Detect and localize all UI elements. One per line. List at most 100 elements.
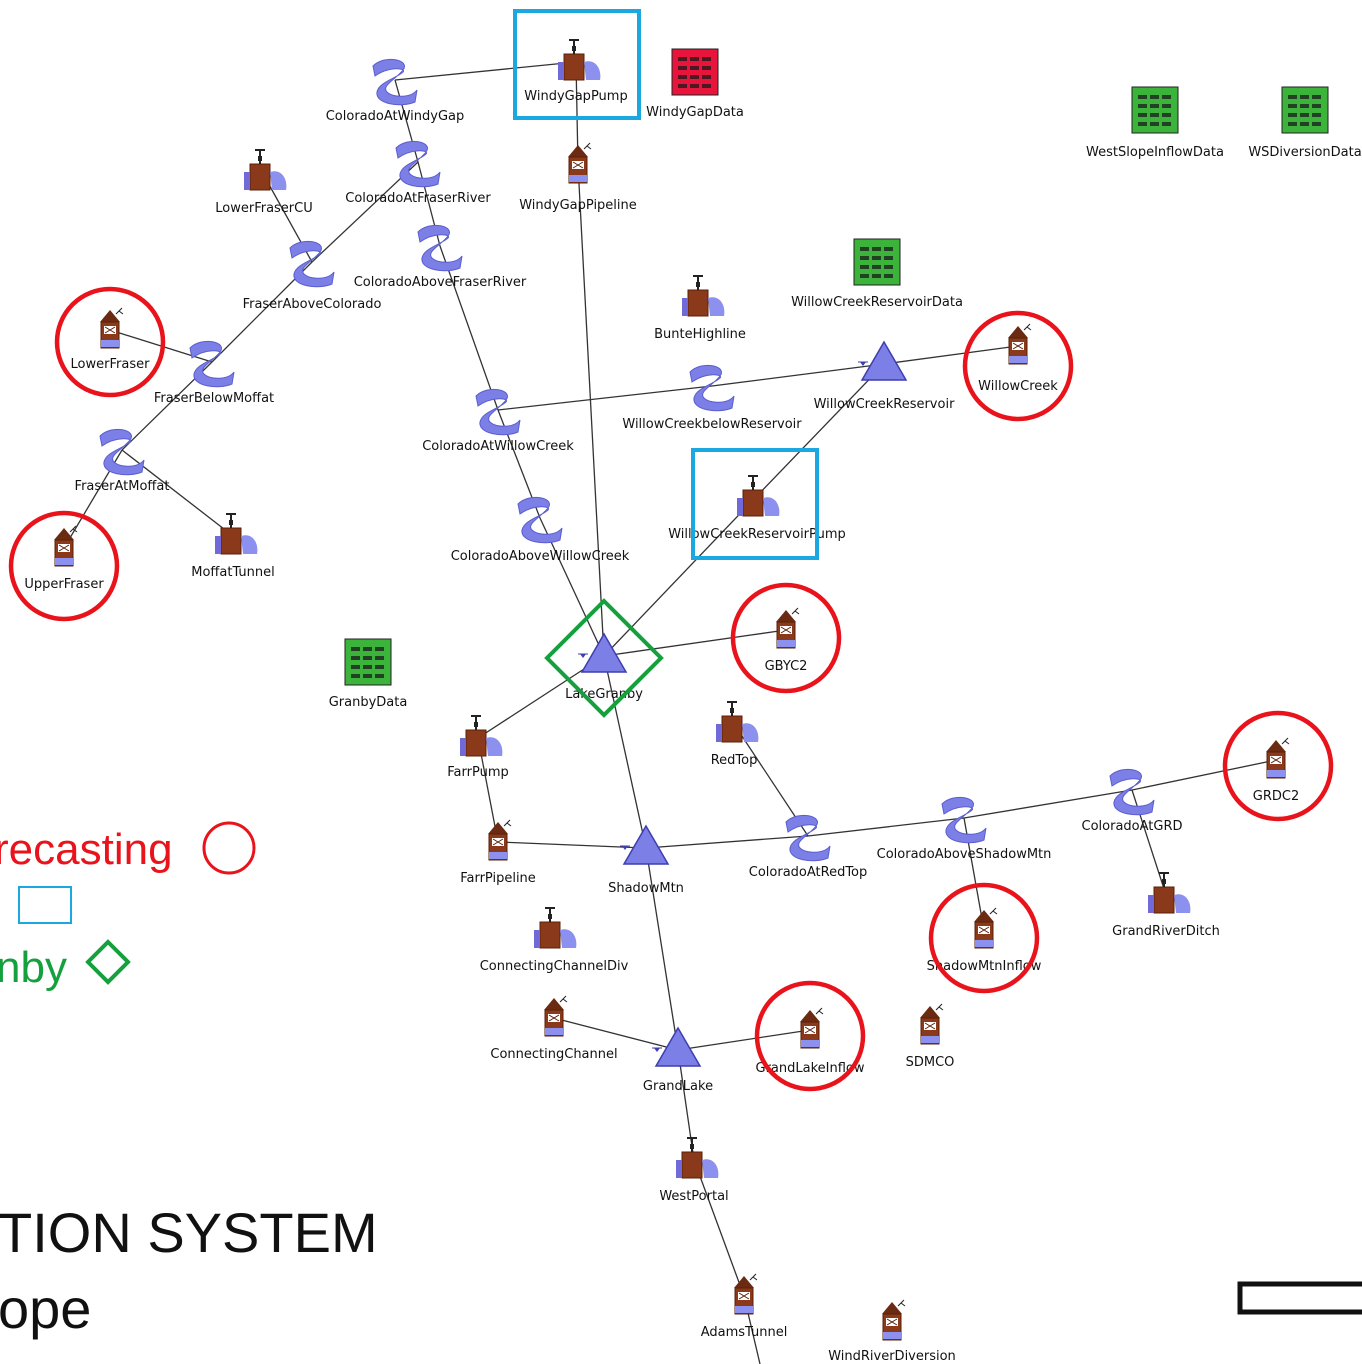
node-colorado-at-fraser-river[interactable]: ColoradoAtFraserRiver — [345, 140, 491, 206]
node-label: SDMCO — [906, 1055, 955, 1070]
node-label: GBYC2 — [765, 659, 808, 674]
node-wsdiversion-data[interactable]: WSDiversionData — [1248, 86, 1362, 160]
node-upper-fraser[interactable]: UpperFraser — [24, 525, 104, 592]
node-label: ColoradoAboveWillowCreek — [451, 549, 630, 564]
forecast-circle-gbyc2 — [730, 582, 842, 694]
node-west-portal[interactable]: WestPortal — [659, 1137, 729, 1204]
node-label: FraserAboveColorado — [243, 297, 382, 312]
node-moffat-tunnel[interactable]: MoffatTunnel — [191, 513, 275, 580]
edge-willow-creek-reservoir-pump-lake-granby — [603, 497, 756, 657]
node-grand-river-ditch[interactable]: GrandRiverDitch — [1112, 872, 1220, 939]
node-bunte-highline[interactable]: BunteHighline — [654, 275, 746, 342]
node-label: ColoradoAboveFraserRiver — [354, 275, 527, 290]
node-colorado-at-red-top[interactable]: ColoradoAtRedTop — [749, 814, 868, 880]
node-grand-lake[interactable]: GrandLake — [643, 1026, 713, 1094]
pump-icon — [534, 907, 577, 949]
node-willow-creekbelow-reservoir[interactable]: WillowCreekbelowReservoir — [622, 364, 802, 432]
node-wind-river-diversion[interactable]: WindRiverDiversion — [828, 1299, 956, 1364]
node-fraser-below-moffat[interactable]: FraserBelowMoffat — [154, 340, 274, 406]
node-connecting-channel-div[interactable]: ConnectingChannelDiv — [480, 907, 629, 974]
node-label: GranbyData — [329, 695, 408, 710]
reservoir-icon — [578, 632, 628, 673]
node-label: ColoradoAtGRD — [1082, 819, 1183, 834]
node-label: FraserBelowMoffat — [154, 391, 274, 406]
pump-box-willow-creek-reservoir-pump — [691, 448, 819, 560]
node-connecting-channel[interactable]: ConnectingChannel — [490, 995, 618, 1062]
node-windy-gap-data[interactable]: WindyGapData — [646, 48, 744, 120]
node-label: ShadowMtn — [608, 881, 684, 896]
reach-icon — [785, 814, 831, 862]
node-label: GrandLakeInflow — [756, 1061, 865, 1076]
node-willow-creek-reservoir[interactable]: WillowCreekReservoir — [814, 340, 955, 412]
node-label: GrandLake — [643, 1079, 713, 1094]
pump-icon — [716, 701, 759, 743]
node-label: AdamsTunnel — [701, 1325, 788, 1340]
edge-willow-creek-reservoir-willow-creek-reservoir-pump — [754, 363, 885, 499]
node-farr-pipeline[interactable]: FarrPipeline — [460, 819, 536, 886]
supply-icon — [1008, 323, 1032, 365]
node-shadow-mtn-inflow[interactable]: ShadowMtnInflow — [927, 907, 1042, 974]
node-shadow-mtn[interactable]: ShadowMtn — [608, 824, 684, 896]
node-colorado-above-willow-creek[interactable]: ColoradoAboveWillowCreek — [451, 496, 630, 564]
node-label: WestPortal — [659, 1189, 728, 1204]
reach-icon — [517, 496, 563, 544]
forecast-circle-lower-fraser — [54, 286, 166, 398]
node-label: WillowCreekReservoir — [814, 397, 955, 412]
legend-circle-icon — [202, 821, 256, 875]
node-lower-fraser[interactable]: LowerFraser — [71, 307, 151, 372]
page-title: TION SYSTEM ope — [0, 1201, 378, 1340]
node-label: WillowCreekReservoirData — [791, 295, 963, 310]
node-label: ColoradoAtWillowCreek — [422, 439, 574, 454]
supply-icon — [54, 525, 78, 567]
edge-grand-lake-inflow-grand-lake — [677, 1029, 811, 1051]
node-label: WindyGapPipeline — [519, 198, 637, 213]
pump-icon — [244, 149, 287, 191]
node-granby-data[interactable]: GranbyData — [329, 638, 408, 710]
node-fraser-above-colorado[interactable]: FraserAboveColorado — [243, 240, 382, 312]
edge-colorado-at-windy-gap-windy-gap-pump — [394, 61, 577, 81]
node-sdmco[interactable]: SDMCO — [906, 1003, 955, 1070]
node-colorado-at-windy-gap[interactable]: ColoradoAtWindyGap — [326, 58, 465, 124]
forecast-circle-grdc2 — [1222, 710, 1334, 822]
node-label: FarrPump — [447, 765, 508, 780]
node-grdc2[interactable]: GRDC2 — [1253, 737, 1299, 804]
node-colorado-at-grd[interactable]: ColoradoAtGRD — [1082, 768, 1183, 834]
edges-layer — [63, 61, 1277, 1364]
node-label: WillowCreekbelowReservoir — [622, 417, 802, 432]
node-windy-gap-pipeline[interactable]: WindyGapPipeline — [519, 142, 637, 213]
node-label: WillowCreekReservoirPump — [668, 527, 846, 542]
edge-willow-creekbelow-reservoir-colorado-at-willow-creek — [497, 385, 713, 411]
node-willow-creek-reservoir-pump[interactable]: WillowCreekReservoirPump — [668, 475, 846, 542]
title-line-2: ope — [0, 1277, 91, 1340]
node-willow-creek-reservoir-data[interactable]: WillowCreekReservoirData — [791, 238, 963, 310]
pump-icon — [460, 715, 503, 757]
node-lower-fraser-cu[interactable]: LowerFraserCU — [215, 149, 313, 216]
node-label: MoffatTunnel — [191, 565, 274, 580]
reach-icon — [99, 428, 145, 476]
supply-icon — [920, 1003, 944, 1045]
node-farr-pump[interactable]: FarrPump — [447, 715, 509, 780]
edge-colorado-above-fraser-river-colorado-at-willow-creek — [439, 245, 499, 411]
node-west-slope-inflow-data[interactable]: WestSlopeInflowData — [1086, 86, 1224, 160]
data-icon — [1281, 86, 1329, 134]
node-windy-gap-pump[interactable]: WindyGapPump — [524, 39, 628, 104]
edge-colorado-above-shadow-mtn-colorado-at-grd — [963, 789, 1133, 819]
node-fraser-at-moffat[interactable]: FraserAtMoffat — [75, 428, 170, 494]
pump-icon — [558, 39, 601, 81]
node-gbyc2[interactable]: GBYC2 — [765, 607, 808, 674]
node-willow-creek[interactable]: WillowCreek — [978, 323, 1058, 394]
node-lake-granby[interactable]: LakeGranby — [565, 632, 643, 702]
node-label: ConnectingChannel — [490, 1047, 617, 1062]
node-label: ColoradoAboveShadowMtn — [877, 847, 1052, 862]
reach-icon — [372, 58, 418, 106]
node-adams-tunnel[interactable]: AdamsTunnel — [701, 1273, 788, 1340]
node-colorado-above-fraser-river[interactable]: ColoradoAboveFraserRiver — [354, 224, 527, 290]
forecast-circle-upper-fraser — [8, 510, 120, 622]
node-red-top[interactable]: RedTop — [711, 701, 759, 768]
node-colorado-at-willow-creek[interactable]: ColoradoAtWillowCreek — [422, 388, 574, 454]
node-colorado-above-shadow-mtn[interactable]: ColoradoAboveShadowMtn — [877, 796, 1052, 862]
forecast-circle-shadow-mtn-inflow — [928, 882, 1040, 994]
node-grand-lake-inflow[interactable]: GrandLakeInflow — [756, 1007, 865, 1076]
reservoir-icon — [620, 824, 670, 865]
